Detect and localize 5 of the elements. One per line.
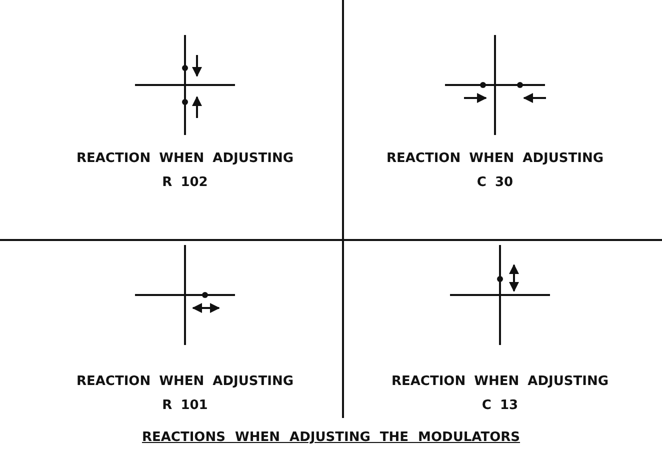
reaction-caption: REACTION WHEN ADJUSTING C 30 bbox=[385, 150, 605, 192]
reaction-caption: REACTION WHEN ADJUSTING R 101 bbox=[75, 373, 295, 415]
reaction-caption: REACTION WHEN ADJUSTING C 13 bbox=[390, 373, 610, 415]
figure-caption: REACTIONS WHEN ADJUSTING THE MODULATORS bbox=[142, 430, 520, 445]
reaction-caption: REACTION WHEN ADJUSTING R 102 bbox=[75, 150, 295, 192]
